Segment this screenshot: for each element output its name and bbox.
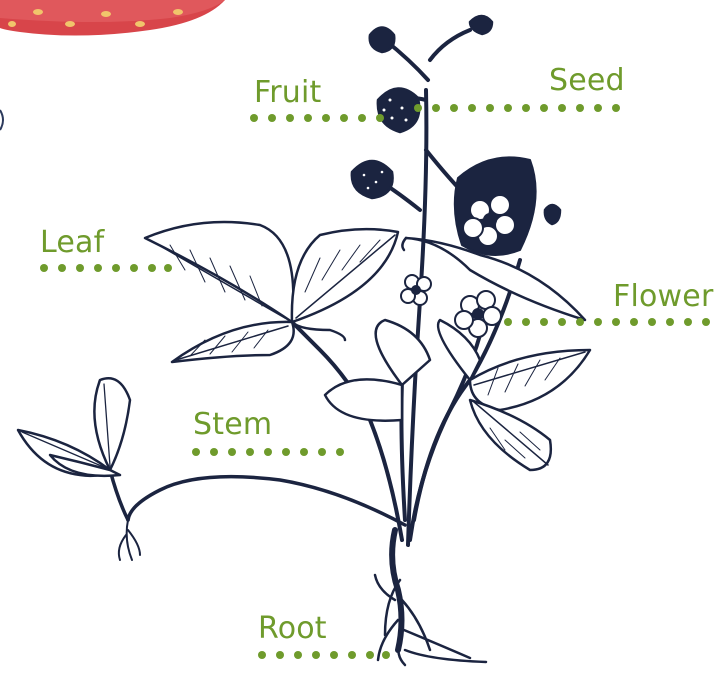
- strawberry-photo-corner: [0, 0, 225, 130]
- root-leader: [258, 651, 390, 659]
- runner-plant-leaves: [18, 378, 130, 476]
- runner: [110, 470, 405, 525]
- leaf-leader: [40, 264, 172, 272]
- seed-label: Seed: [549, 66, 625, 96]
- leaf-label: Leaf: [40, 228, 104, 258]
- stem-label: Stem: [193, 410, 272, 440]
- fruit-label: Fruit: [254, 78, 322, 108]
- leaf-left-cluster: [145, 222, 398, 362]
- flower-small-left: [401, 275, 431, 305]
- stem-leader: [192, 448, 344, 456]
- seed-leader: [414, 104, 620, 112]
- root-system: [375, 530, 486, 665]
- flower-top-right: [455, 157, 536, 255]
- flower-leader: [504, 318, 710, 326]
- root-label: Root: [258, 614, 327, 644]
- flower-label: Flower: [613, 282, 713, 312]
- fruit-leader: [250, 114, 384, 122]
- runner-plant-root: [119, 520, 140, 560]
